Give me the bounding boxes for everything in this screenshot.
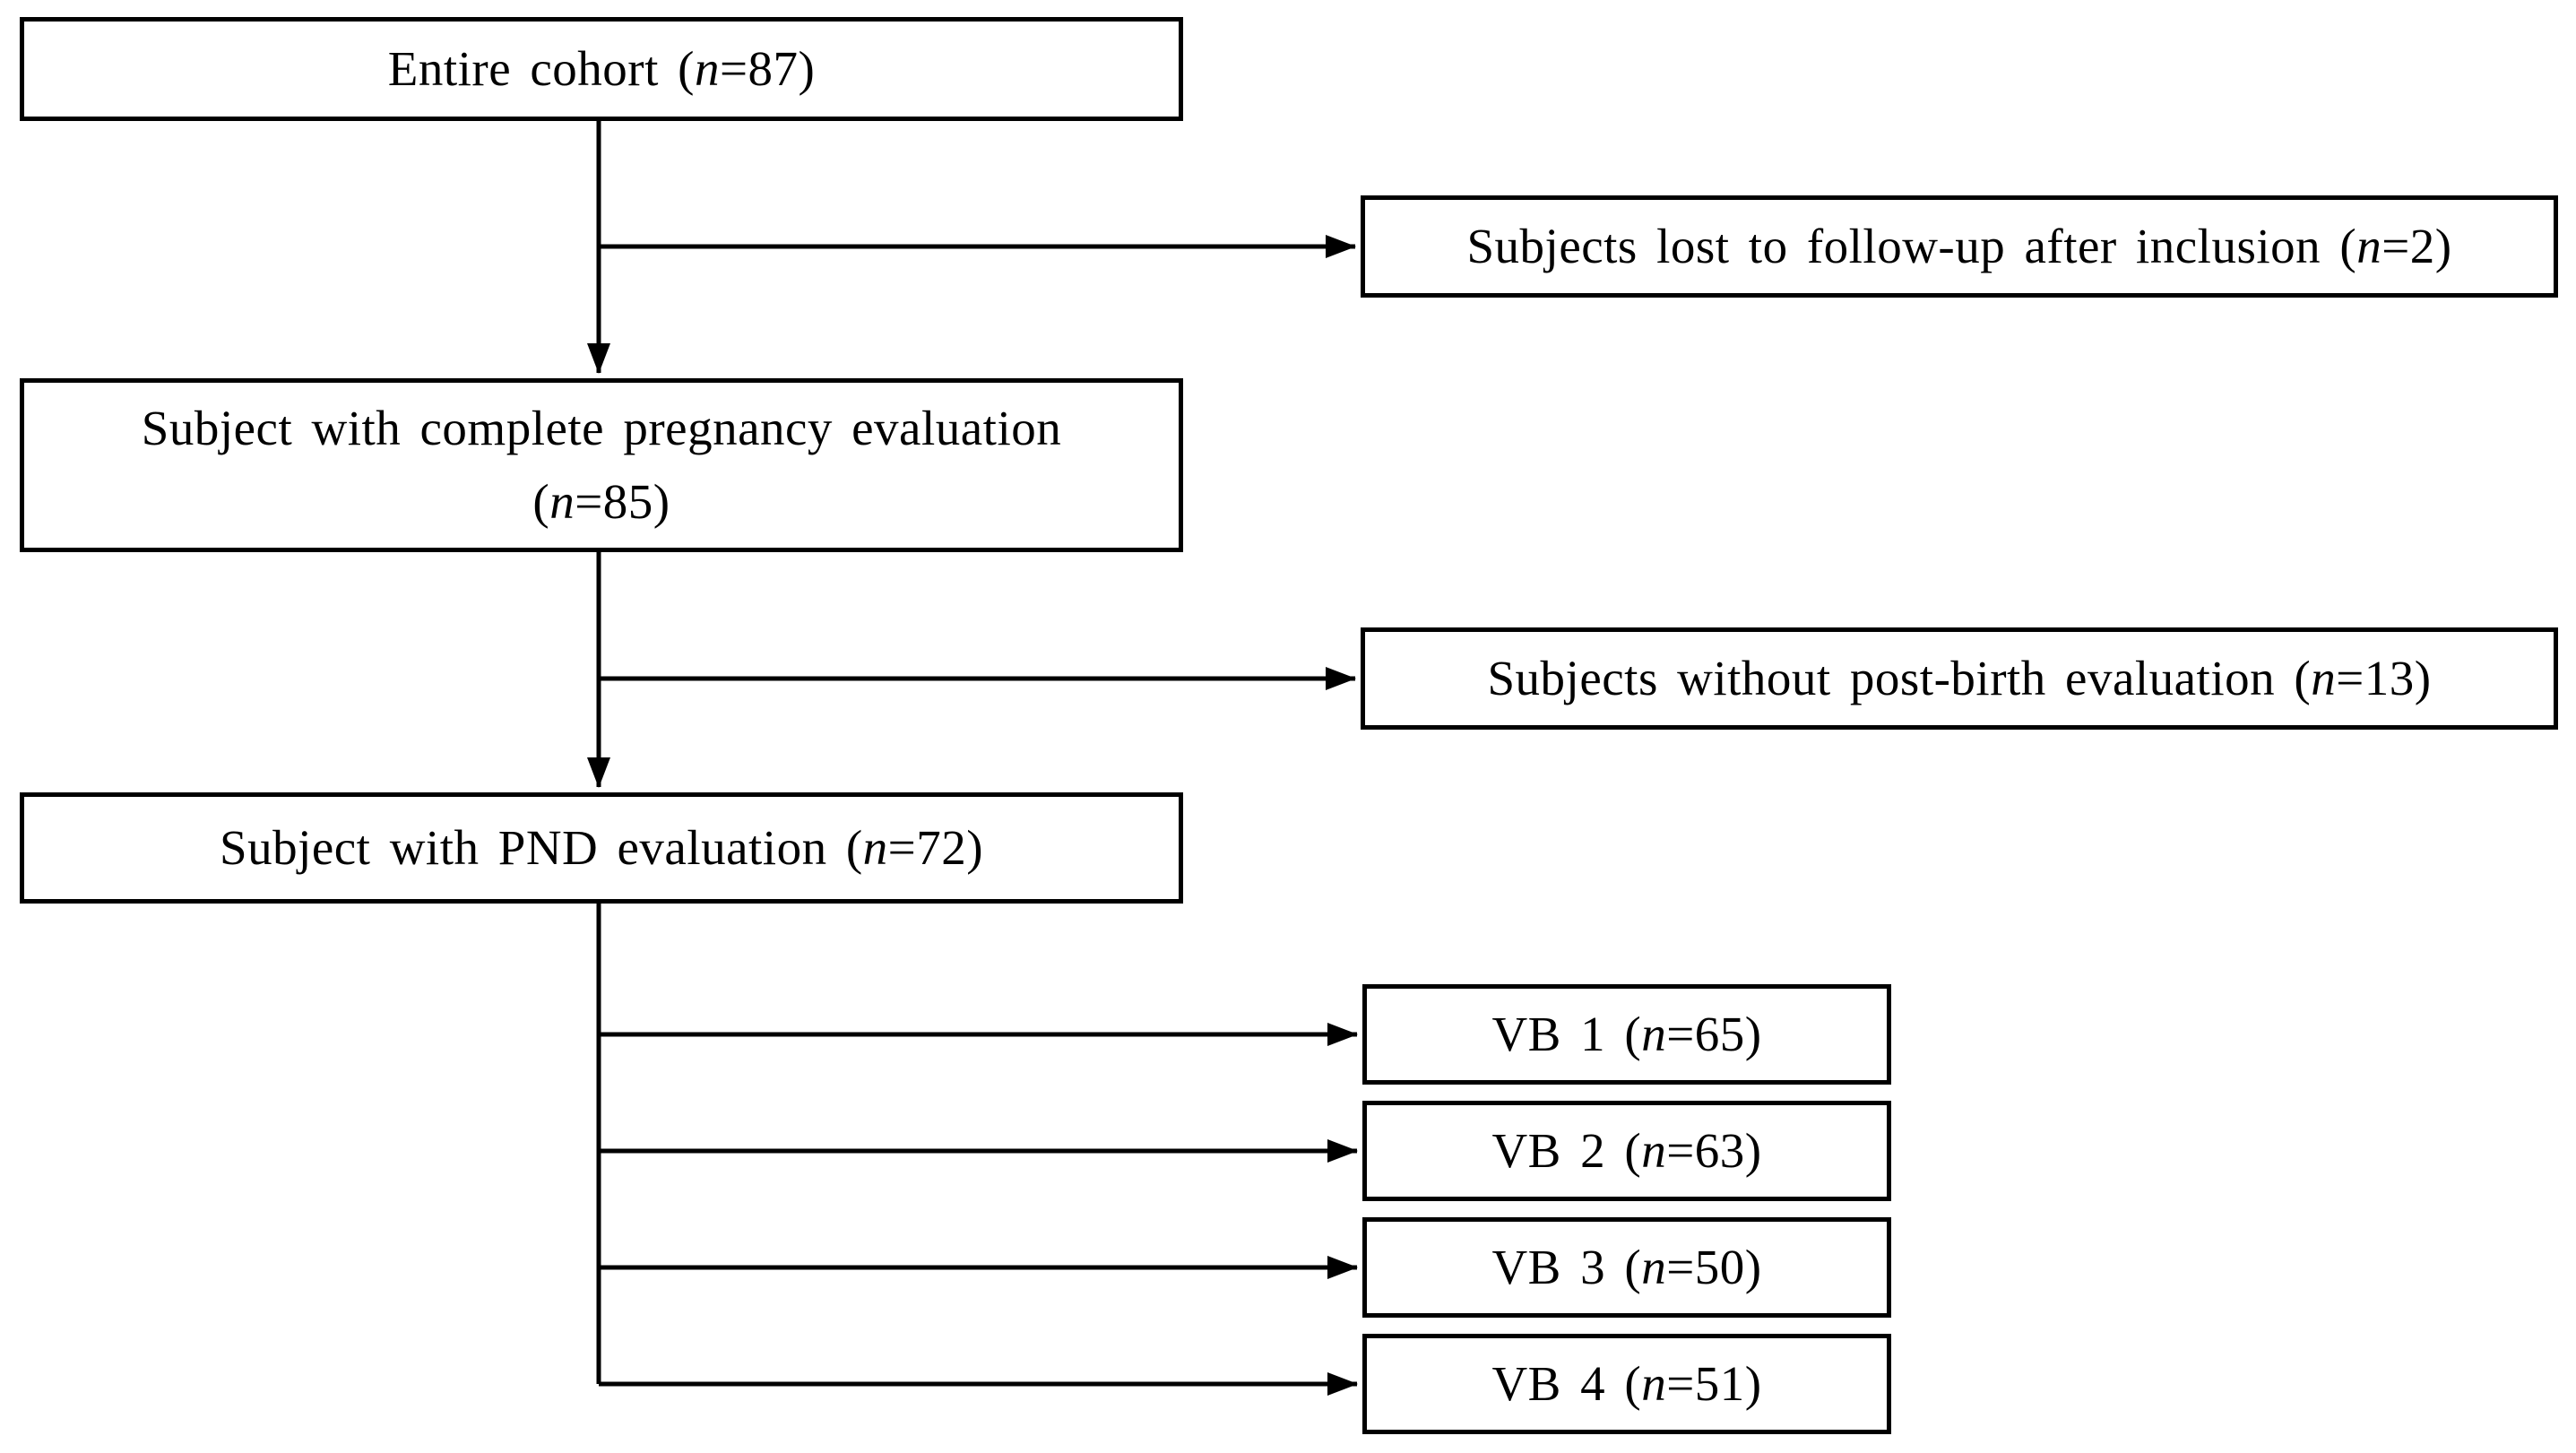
- node-label-line2: (n=85): [532, 465, 670, 540]
- node-label: Entire cohort (n=87): [388, 32, 816, 107]
- n-italic: n: [2311, 650, 2337, 705]
- n-italic: n: [1641, 1239, 1667, 1294]
- node-entire-cohort: Entire cohort (n=87): [20, 17, 1183, 121]
- label-text: =51): [1666, 1355, 1762, 1411]
- label-text: =87): [719, 40, 816, 96]
- node-vb4: VB 4 (n=51): [1362, 1334, 1891, 1434]
- label-text: VB 3 (: [1491, 1239, 1642, 1294]
- n-italic: n: [549, 474, 575, 529]
- node-vb3: VB 3 (n=50): [1362, 1217, 1891, 1318]
- label-text: Subjects without post-birth evaluation (: [1487, 650, 2312, 705]
- n-italic: n: [862, 819, 888, 875]
- node-lost-followup: Subjects lost to follow-up after inclusi…: [1361, 195, 2558, 298]
- node-label: Subjects lost to follow-up after inclusi…: [1466, 210, 2451, 284]
- label-text: =13): [2336, 650, 2432, 705]
- node-pnd-evaluation: Subject with PND evaluation (n=72): [20, 792, 1183, 904]
- label-text: VB 4 (: [1491, 1355, 1642, 1411]
- label-text: Entire cohort (: [387, 40, 695, 96]
- node-label: VB 3 (n=50): [1491, 1231, 1761, 1305]
- label-text: =2): [2382, 218, 2452, 273]
- label-text: Subjects lost to follow-up after inclusi…: [1466, 218, 2357, 273]
- label-text: =50): [1666, 1239, 1762, 1294]
- label-text: =63): [1666, 1122, 1762, 1178]
- n-italic: n: [694, 40, 720, 96]
- n-italic: n: [2356, 218, 2382, 273]
- label-text: (: [532, 474, 550, 529]
- n-italic: n: [1641, 1122, 1667, 1178]
- n-italic: n: [1641, 1006, 1667, 1061]
- label-text: VB 1 (: [1491, 1006, 1642, 1061]
- node-vb2: VB 2 (n=63): [1362, 1101, 1891, 1201]
- label-text: =72): [887, 819, 984, 875]
- node-label: VB 4 (n=51): [1491, 1347, 1761, 1422]
- node-vb1: VB 1 (n=65): [1362, 984, 1891, 1085]
- node-label: Subjects without post-birth evaluation (…: [1487, 642, 2431, 716]
- node-complete-pregnancy: Subject with complete pregnancy evaluati…: [20, 378, 1183, 552]
- n-italic: n: [1641, 1355, 1667, 1411]
- node-label: Subject with PND evaluation (n=72): [220, 811, 983, 886]
- label-text: =65): [1666, 1006, 1762, 1061]
- label-text: =85): [575, 474, 670, 529]
- label-text: VB 2 (: [1491, 1122, 1642, 1178]
- node-label-line1: Subject with complete pregnancy evaluati…: [141, 400, 1062, 455]
- node-label: VB 1 (n=65): [1491, 998, 1761, 1072]
- label-text: Subject with PND evaluation (: [219, 819, 863, 875]
- node-no-postbirth: Subjects without post-birth evaluation (…: [1361, 627, 2558, 730]
- node-label: VB 2 (n=63): [1491, 1114, 1761, 1189]
